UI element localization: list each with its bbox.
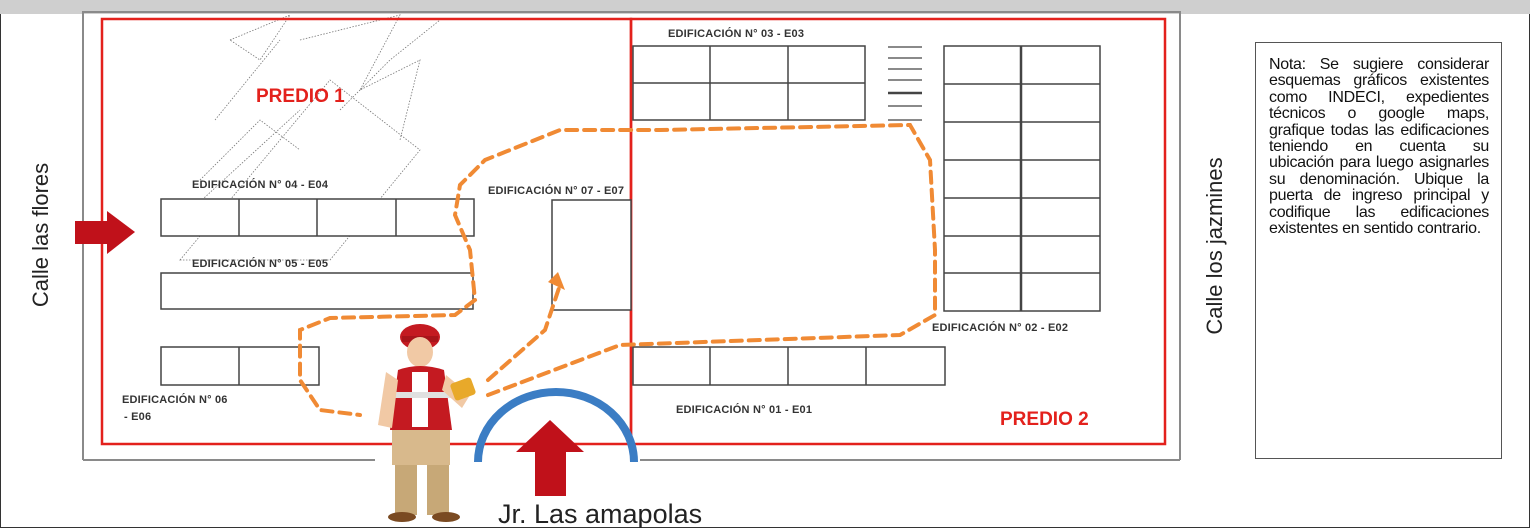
label-predio-1: PREDIO 1: [256, 86, 345, 107]
edificacion-03-block: [632, 45, 866, 121]
stairs-symbol: [888, 46, 922, 121]
label-edificacion-01: EDIFICACIÓN N° 01 - E01: [676, 403, 812, 416]
label-edificacion-06: EDIFICACIÓN N° 06: [122, 393, 228, 406]
label-edificacion-04: EDIFICACIÓN N° 04 - E04: [192, 178, 329, 191]
route-arrow-icon: [548, 272, 565, 290]
edificacion-02-block: [943, 45, 1101, 312]
note-box: Nota: Se sugiere considerar esquemas grá…: [1255, 42, 1502, 459]
street-label-right: Calle los jazmines: [1202, 157, 1227, 334]
note-text: Nota: Se sugiere considerar esquemas grá…: [1269, 56, 1489, 238]
label-edificacion-07: EDIFICACIÓN N° 07 - E07: [488, 184, 624, 197]
evacuation-route: [298, 122, 937, 417]
label-predio-2: PREDIO 2: [1000, 409, 1089, 430]
edificacion-04-block: [160, 198, 475, 237]
worker-figure: [378, 324, 476, 522]
label-edificacion-05: EDIFICACIÓN N° 05 - E05: [192, 257, 328, 270]
door-arc-icon: [474, 388, 638, 463]
street-label-bottom: Jr. Las amapolas: [498, 499, 702, 528]
label-edificacion-02: EDIFICACIÓN N° 02 - E02: [932, 321, 1068, 334]
top-bar: [0, 0, 1530, 14]
label-edificacion-06-code: - E06: [124, 411, 151, 423]
street-label-left: Calle las flores: [28, 163, 53, 307]
entry-arrow-left: [75, 211, 135, 254]
edificacion-05-block: [160, 272, 474, 310]
edificacion-07-block: [551, 199, 632, 311]
entry-arrow-bottom: [516, 420, 584, 496]
label-edificacion-03: EDIFICACIÓN N° 03 - E03: [668, 27, 804, 40]
edificacion-06-block: [160, 346, 320, 386]
edificacion-01-block: [632, 346, 946, 386]
